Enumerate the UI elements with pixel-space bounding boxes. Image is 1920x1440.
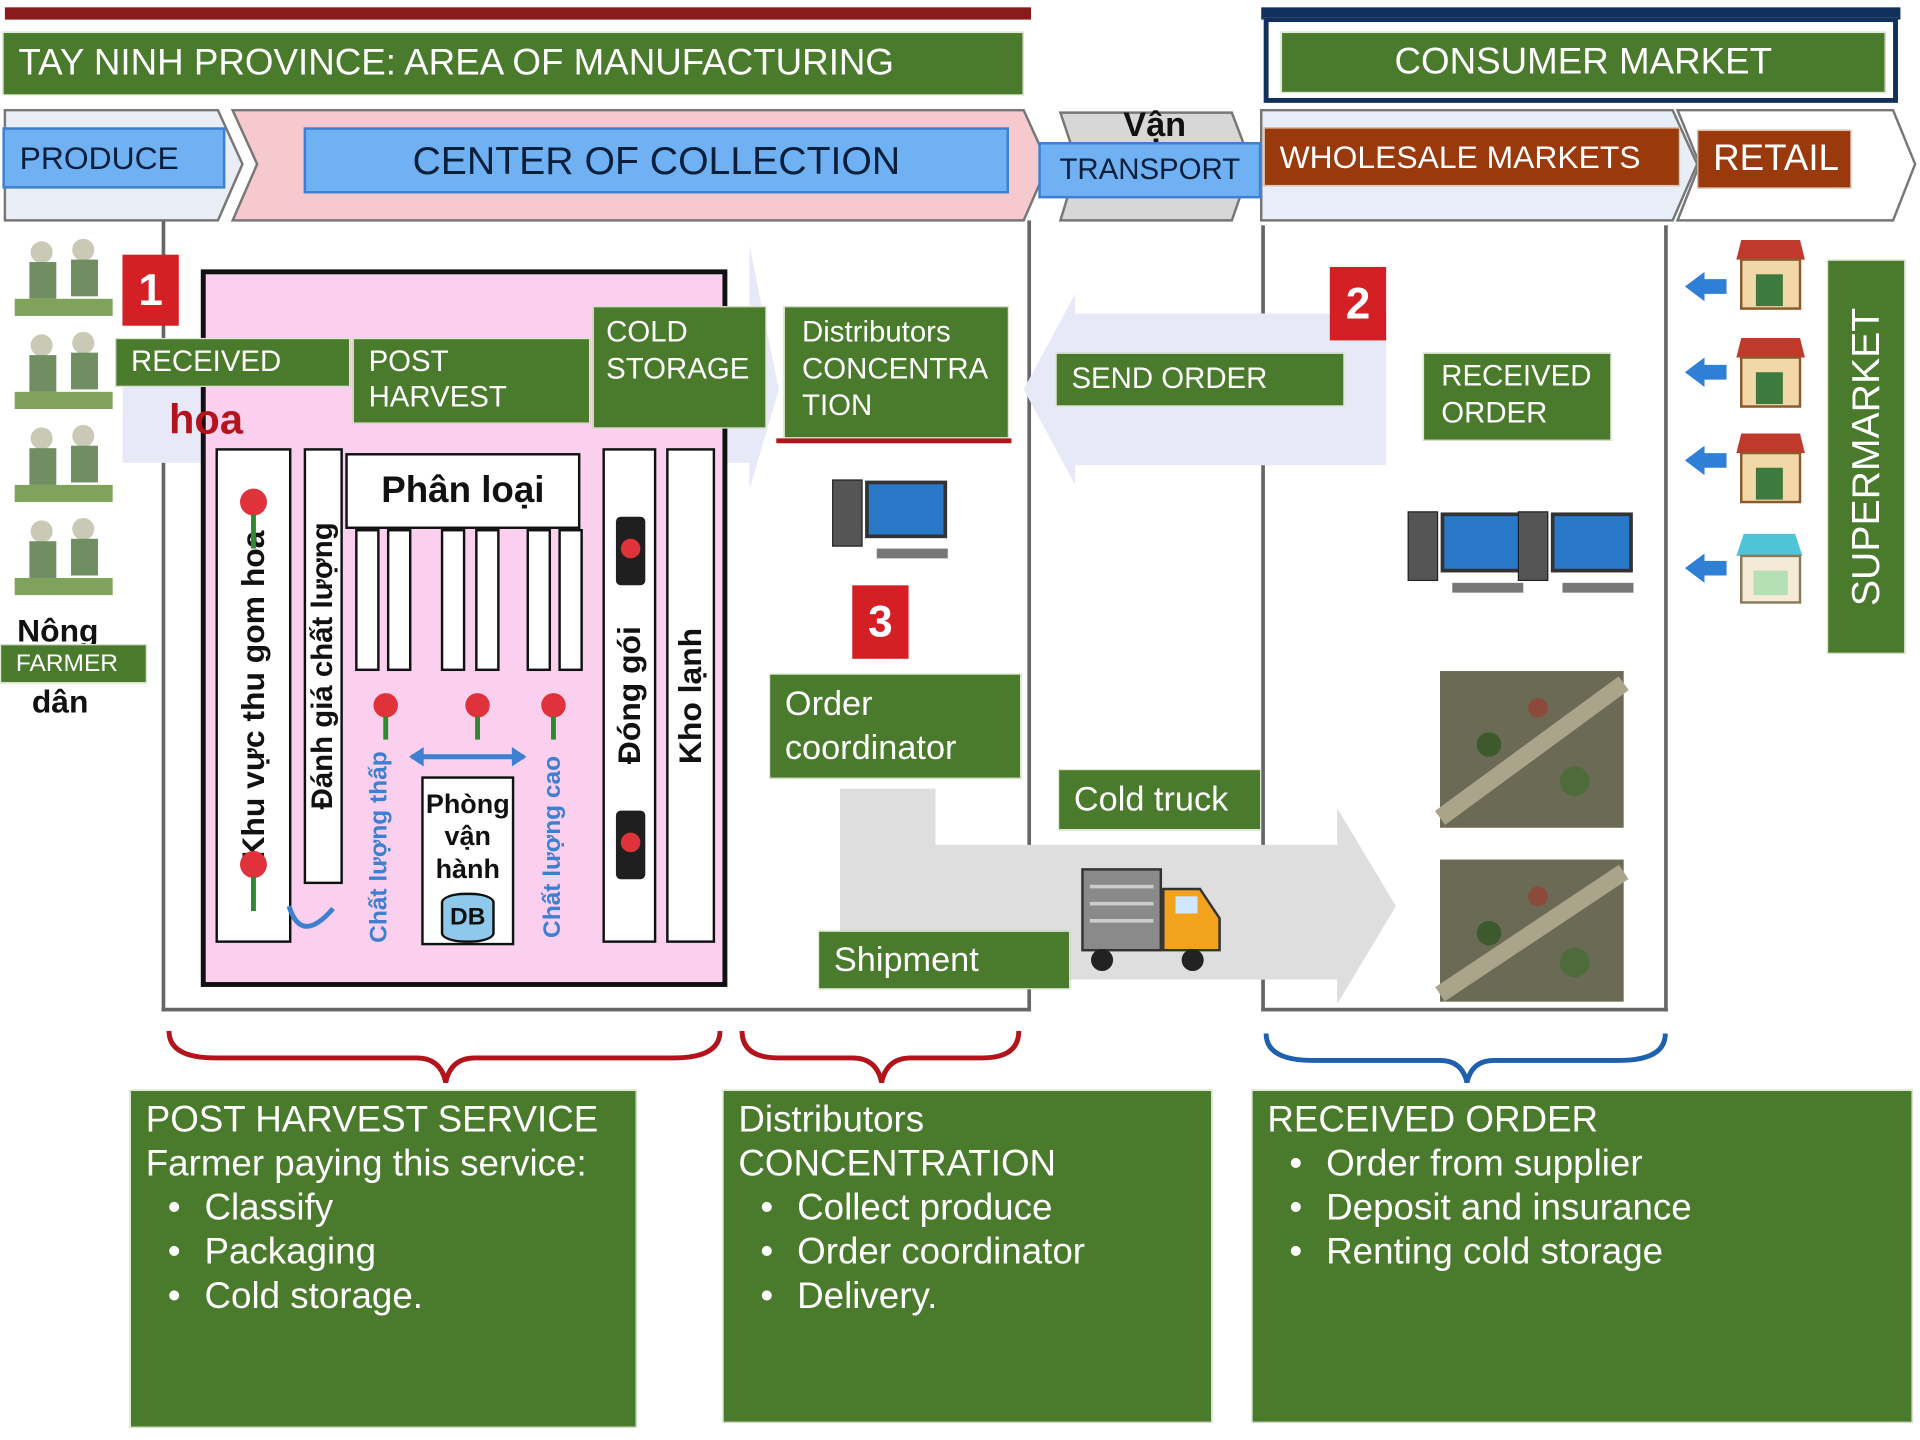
- store-icon: [1736, 433, 1805, 504]
- market-title: CONSUMER MARKET: [1280, 31, 1886, 94]
- list-item: Cold storage.: [146, 1275, 621, 1319]
- store-icon: [1736, 533, 1803, 604]
- package-icon: [615, 516, 646, 586]
- received-order-box: RECEIVED ORDER Order from supplier Depos…: [1251, 1089, 1913, 1423]
- post-harvest-box-title: POST HARVEST SERVICE: [145, 1099, 599, 1141]
- flower-icon: [240, 851, 267, 912]
- farmers-icon-column: [14, 238, 113, 596]
- post-harvest-service-box: POST HARVEST SERVICE Farmer paying this …: [129, 1089, 637, 1428]
- brace-post-harvest: [166, 1030, 723, 1084]
- label-order-coordinator: Order coordinator: [768, 673, 1022, 779]
- label-distributors: Distributors CONCENTRATION: [783, 306, 1009, 439]
- farmer-icon: [14, 238, 113, 316]
- list-item: Order coordinator: [738, 1231, 1196, 1275]
- phong-van-hanh-label: Phòng vận hành: [425, 788, 510, 884]
- list-item: Collect produce: [738, 1187, 1196, 1231]
- flower-icon: [465, 693, 490, 740]
- market-photo: [1435, 859, 1629, 1002]
- farmer-icon: [14, 331, 113, 409]
- label-send-order: SEND ORDER: [1055, 352, 1345, 407]
- flower-icon: [373, 693, 398, 740]
- store-icon: [1736, 337, 1805, 408]
- list-item: Classify: [146, 1187, 621, 1231]
- market-photo: [1434, 671, 1629, 828]
- store-icon: [1736, 240, 1805, 310]
- farmer-icon: [14, 424, 113, 503]
- package-icon: [615, 810, 646, 880]
- post-harvest-box-subtitle: Farmer paying this service:: [145, 1143, 587, 1185]
- zone-phan-loai: Phân loại: [345, 453, 581, 529]
- stage-collection: CENTER OF COLLECTION: [303, 127, 1009, 194]
- label-received-order: RECEIVED ORDER: [1422, 352, 1612, 441]
- stage-produce: PRODUCE: [2, 127, 226, 189]
- step-3-badge: 3: [852, 585, 909, 659]
- label-cold-truck: Cold truck: [1057, 768, 1262, 831]
- list-item: Order from supplier: [1267, 1142, 1896, 1186]
- top-red-rule: [4, 7, 1032, 20]
- farmer-icon: [14, 517, 113, 596]
- farmer-label: FARMER: [0, 644, 147, 684]
- distributors-concentration-box: Distributors CONCENTRATION Collect produ…: [722, 1089, 1213, 1423]
- label-received: RECEIVED: [115, 337, 351, 387]
- step-2-badge: 2: [1329, 266, 1387, 341]
- stage-transport: TRANSPORT: [1038, 142, 1262, 199]
- database-icon: DB: [440, 892, 495, 943]
- label-supermarket: SUPERMARKET: [1826, 259, 1906, 654]
- facility-decorations: [240, 438, 1012, 929]
- farmer-vn-bottom: dân: [31, 683, 89, 721]
- truck-icon: [1081, 868, 1221, 972]
- province-title: TAY NINH PROVINCE: AREA OF MANUFACTURING: [2, 31, 1024, 96]
- stage-wholesale: WHOLESALE MARKETS: [1263, 127, 1681, 187]
- computer-icon: [832, 479, 948, 559]
- label-cold-storage: COLD STORAGE: [592, 306, 767, 429]
- brace-distributors: [739, 1030, 1022, 1084]
- computer-icon: [1517, 511, 1634, 593]
- farmer-vn-top: Nông: [17, 612, 99, 649]
- arrow-left-icon: [1684, 271, 1727, 583]
- stage-retail: RETAIL: [1697, 129, 1852, 189]
- market-frame: [1261, 225, 1668, 1012]
- quality-flow-arrow: [286, 905, 335, 929]
- equipment-icons: [832, 240, 1805, 1002]
- computer-icon: [1407, 511, 1524, 593]
- brace-received-order: [1263, 1033, 1668, 1084]
- list-item: Packaging: [146, 1231, 621, 1275]
- sorting-lanes: [355, 528, 583, 672]
- zone-phong-van-hanh: Phòng vận hành DB: [421, 776, 515, 946]
- step-1-badge: 1: [122, 254, 179, 326]
- label-shipment: Shipment: [817, 930, 1071, 990]
- list-item: Renting cold storage: [1267, 1231, 1896, 1275]
- list-item: Delivery.: [738, 1275, 1196, 1319]
- flower-icon: [240, 488, 267, 549]
- list-item: Deposit and insurance: [1267, 1187, 1896, 1231]
- flower-icon: [541, 693, 566, 740]
- top-navy-rule: [1261, 7, 1901, 20]
- braces: [166, 1030, 1668, 1084]
- hoa-label: hoa: [168, 396, 244, 444]
- label-post-harvest: POST HARVEST: [352, 337, 591, 424]
- received-order-box-title: RECEIVED ORDER: [1267, 1099, 1599, 1141]
- transport-vn-top: Vận: [1123, 105, 1187, 144]
- manufacturing-frame: [161, 220, 1032, 1012]
- distributors-box-title: Distributors CONCENTRATION: [738, 1099, 1057, 1185]
